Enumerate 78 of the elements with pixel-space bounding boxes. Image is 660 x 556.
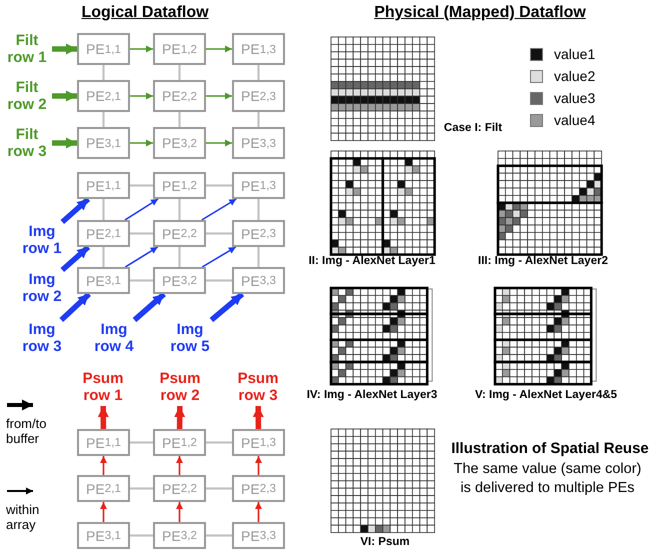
arrow	[52, 44, 77, 54]
connector-line	[257, 247, 260, 267]
connector-line	[178, 65, 181, 80]
arrow	[130, 92, 153, 100]
connector-line	[130, 279, 153, 282]
grid-caption: V: Img - AlexNet Layer4&5	[474, 389, 618, 401]
grid-caption: IV: Img - AlexNet Layer3	[306, 389, 438, 401]
arrow	[124, 198, 159, 221]
connector-line	[102, 247, 105, 267]
arrow	[130, 140, 153, 146]
connector-line	[130, 184, 153, 187]
arrow	[100, 456, 107, 475]
arrow	[176, 502, 183, 522]
grid-caption: II: Img - AlexNet Layer1	[308, 255, 436, 267]
connector-line	[130, 487, 153, 490]
connector-line	[206, 441, 232, 444]
note-text: The same value (same color) is delivered to multiple PEs	[452, 460, 642, 498]
row-label: Img row 1	[20, 222, 64, 258]
row-label: Filt row 1	[2, 31, 52, 67]
arrow	[255, 502, 262, 522]
row-label: Img row 4	[92, 320, 136, 356]
arrow	[132, 292, 166, 322]
grid-caption: III: Img - AlexNet Layer2	[477, 255, 609, 267]
legend-label: value1	[554, 46, 596, 62]
arrow	[52, 138, 77, 148]
row-label: Filt row 3	[2, 125, 52, 161]
arrow	[52, 90, 77, 102]
arrow	[206, 92, 232, 100]
connector-line	[206, 279, 232, 282]
grid-caption: VI: Psum	[359, 536, 411, 548]
arrow	[201, 198, 237, 221]
arrow	[255, 456, 262, 475]
legend-label: value3	[554, 90, 596, 106]
row-label: Psum row 2	[150, 368, 210, 406]
arrow	[59, 292, 91, 322]
grid-caption: Case I: Filt	[442, 122, 504, 134]
arrow	[206, 140, 232, 146]
legend-label: value2	[554, 68, 596, 84]
connector-line	[206, 534, 232, 537]
connector-line	[102, 112, 105, 127]
connector-line	[130, 232, 153, 235]
row-label: Psum row 1	[73, 368, 133, 406]
arrow	[210, 292, 244, 322]
arrow	[174, 406, 186, 430]
legend-label: from/to buffer	[6, 416, 48, 446]
arrow	[252, 406, 264, 430]
connector-line	[102, 199, 105, 220]
arrow	[202, 246, 236, 268]
connector-line	[206, 232, 232, 235]
connector-line	[257, 112, 260, 127]
row-label: Img row 3	[20, 320, 64, 356]
arrow	[124, 246, 158, 268]
arrow	[98, 406, 109, 430]
connector-line	[178, 199, 181, 220]
section-heading: Logical Dataflow	[80, 4, 210, 22]
section-heading: Physical (Mapped) Dataflow	[373, 4, 587, 22]
arrow	[130, 46, 153, 52]
connector-line	[130, 534, 153, 537]
arrow	[206, 46, 232, 52]
connector-line	[206, 487, 232, 490]
connector-line	[257, 65, 260, 80]
connector-line	[130, 441, 153, 444]
connector-line	[178, 112, 181, 127]
row-label: Img row 2	[20, 270, 64, 306]
arrow	[60, 196, 90, 224]
connector-line	[178, 247, 181, 267]
row-label: Filt row 2	[2, 78, 52, 114]
legend-label: value4	[554, 112, 596, 128]
arrow	[60, 244, 90, 272]
arrow	[100, 502, 107, 522]
connector-line	[257, 199, 260, 220]
arrow	[176, 456, 183, 475]
row-label: Psum row 3	[228, 368, 288, 406]
legend-label: within array	[6, 502, 40, 532]
connector-line	[102, 65, 105, 80]
row-label: Img row 5	[168, 320, 212, 356]
note-heading: Illustration of Spatial Reuse	[450, 440, 650, 457]
connector-line	[206, 184, 232, 187]
